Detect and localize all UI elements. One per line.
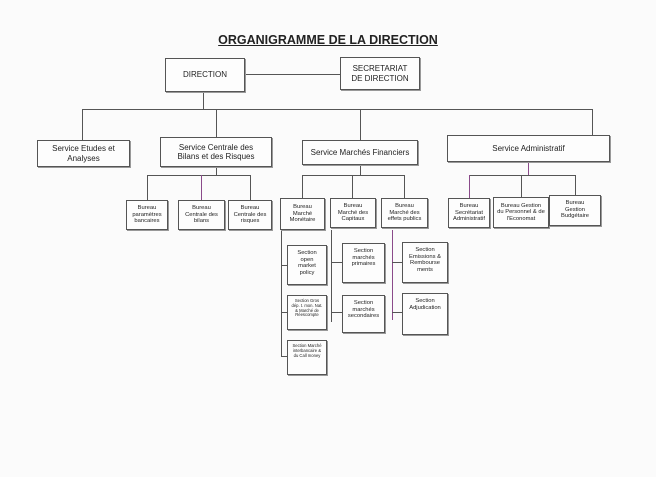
connector bbox=[302, 175, 404, 176]
bureau-personnel-box: Bureau Gestion du Personnel & de l'Econo… bbox=[493, 197, 549, 228]
connector bbox=[82, 109, 592, 110]
bureau-capitaux-box: Bureau Marché des Capitaux bbox=[330, 198, 376, 228]
connector bbox=[281, 356, 287, 357]
connector bbox=[201, 175, 202, 200]
connector bbox=[331, 230, 332, 322]
direction-box: DIRECTION bbox=[165, 58, 245, 92]
chart-title: ORGANIGRAMME DE LA DIRECTION bbox=[218, 33, 438, 47]
section-interbancaire-box: Section Marché interbancaire & du Call m… bbox=[287, 340, 327, 375]
connector bbox=[331, 262, 342, 263]
connector bbox=[521, 175, 522, 198]
bureau-bilans-box: Bureau Centrale des bilans bbox=[178, 200, 225, 230]
connector bbox=[147, 175, 250, 176]
section-adjudication-box: Section Adjudication bbox=[402, 293, 448, 335]
connector bbox=[203, 92, 204, 110]
connector bbox=[352, 175, 353, 198]
connector bbox=[281, 312, 287, 313]
connector bbox=[216, 109, 217, 137]
connector bbox=[331, 312, 342, 313]
section-emissions-box: Section Emissions & Rembourse ments bbox=[402, 242, 448, 283]
connector bbox=[281, 265, 287, 266]
connector bbox=[147, 175, 148, 200]
connector bbox=[469, 175, 575, 176]
connector bbox=[245, 74, 340, 75]
connector bbox=[360, 109, 361, 140]
bureau-parametres-box: Bureau paramètres bancaires bbox=[126, 200, 168, 230]
connector bbox=[528, 162, 529, 175]
connector bbox=[575, 175, 576, 198]
bureau-effets-box: Bureau Marché des effets publics bbox=[381, 198, 428, 228]
connector bbox=[82, 109, 83, 140]
connector bbox=[392, 230, 393, 320]
connector bbox=[216, 167, 217, 175]
section-open-market-box: Section open market policy bbox=[287, 245, 327, 285]
bureau-secretariat-box: Bureau Secrétariat Administratif bbox=[448, 198, 490, 228]
service-admin-box: Service Administratif bbox=[447, 135, 610, 162]
connector bbox=[302, 175, 303, 198]
section-gros-box: Section Gros dép. t. mon. Nat. & Marché … bbox=[287, 295, 327, 330]
service-centrale-box: Service Centrale des Bilans et des Risqu… bbox=[160, 137, 272, 167]
connector bbox=[392, 262, 402, 263]
connector bbox=[392, 312, 402, 313]
secretariat-box: SECRETARIAT DE DIRECTION bbox=[340, 57, 420, 90]
section-primaires-box: Section marchés primaires bbox=[342, 243, 385, 283]
bureau-risques-box: Bureau Centrale des risques bbox=[228, 200, 272, 230]
connector bbox=[404, 175, 405, 198]
connector bbox=[469, 175, 470, 198]
service-etudes-box: Service Etudes et Analyses bbox=[37, 140, 130, 167]
service-marches-box: Service Marchés Financiers bbox=[302, 140, 418, 165]
section-secondaires-box: Section marchés secondaires bbox=[342, 295, 385, 333]
connector bbox=[592, 109, 593, 135]
connector bbox=[250, 175, 251, 200]
connector bbox=[360, 165, 361, 175]
connector bbox=[281, 230, 282, 356]
bureau-monetaire-box: Bureau Marché Monétaire bbox=[280, 198, 325, 230]
bureau-budgetaire-box: Bureau Gestion Budgétaire bbox=[549, 195, 601, 226]
